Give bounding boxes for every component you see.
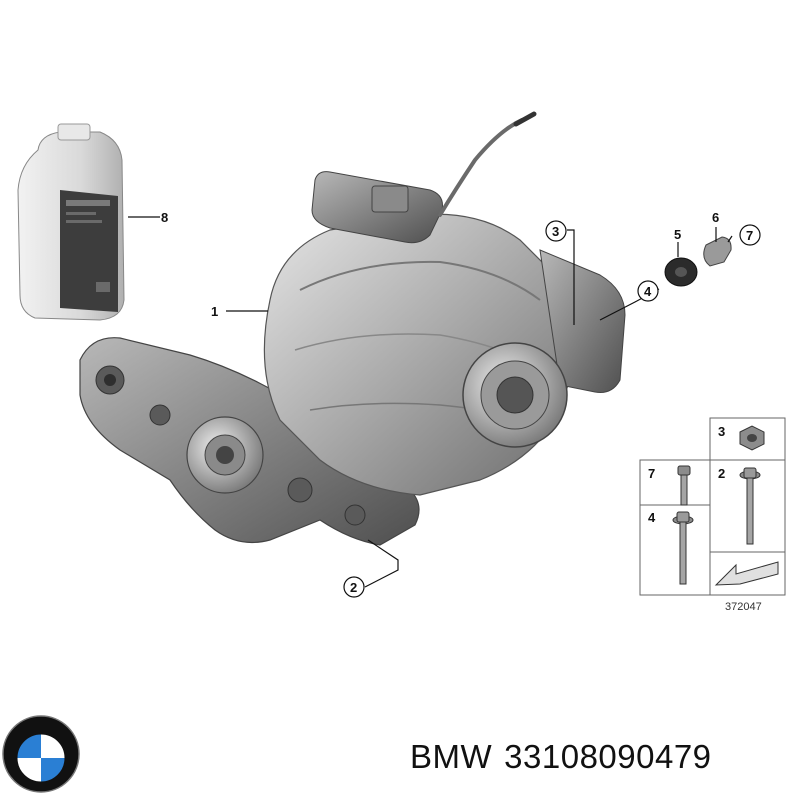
callout-7-circled: 7 — [739, 224, 761, 246]
diagram-code: 372047 — [725, 601, 762, 613]
callout-5: 5 — [674, 227, 681, 242]
table-label-7: 7 — [648, 466, 655, 481]
table-label-2: 2 — [718, 466, 725, 481]
oil-bottle — [17, 123, 125, 321]
long-bolt-icon — [672, 511, 694, 585]
short-bolt-icon — [677, 465, 691, 506]
part-number: 33108090479 — [504, 738, 712, 775]
bushing-sleeve — [703, 236, 732, 267]
svg-text:3: 3 — [552, 224, 559, 239]
callout-6: 6 — [712, 210, 719, 225]
product-title: BMW 33108090479 — [410, 738, 712, 776]
brand-name: BMW — [410, 738, 493, 775]
table-label-4: 4 — [648, 510, 656, 525]
differential-housing — [186, 111, 626, 496]
flange-bolt-icon — [739, 467, 761, 545]
callout-3-circled: 3 — [545, 220, 567, 242]
fastener-parts-table: 7 4 3 2 372047 — [639, 417, 786, 613]
callout-8: 8 — [161, 210, 168, 225]
arrow-symbol-icon — [714, 561, 779, 586]
svg-text:4: 4 — [644, 284, 652, 299]
callout-4-circled: 4 — [637, 280, 659, 302]
svg-text:7: 7 — [746, 228, 753, 243]
svg-text:2: 2 — [350, 580, 357, 595]
bmw-logo — [2, 715, 80, 793]
rubber-mount — [664, 257, 698, 287]
table-label-3: 3 — [718, 424, 725, 439]
callout-2-circled: 2 — [343, 576, 365, 598]
callout-1: 1 — [211, 304, 218, 319]
flange-nut-icon — [739, 425, 765, 451]
